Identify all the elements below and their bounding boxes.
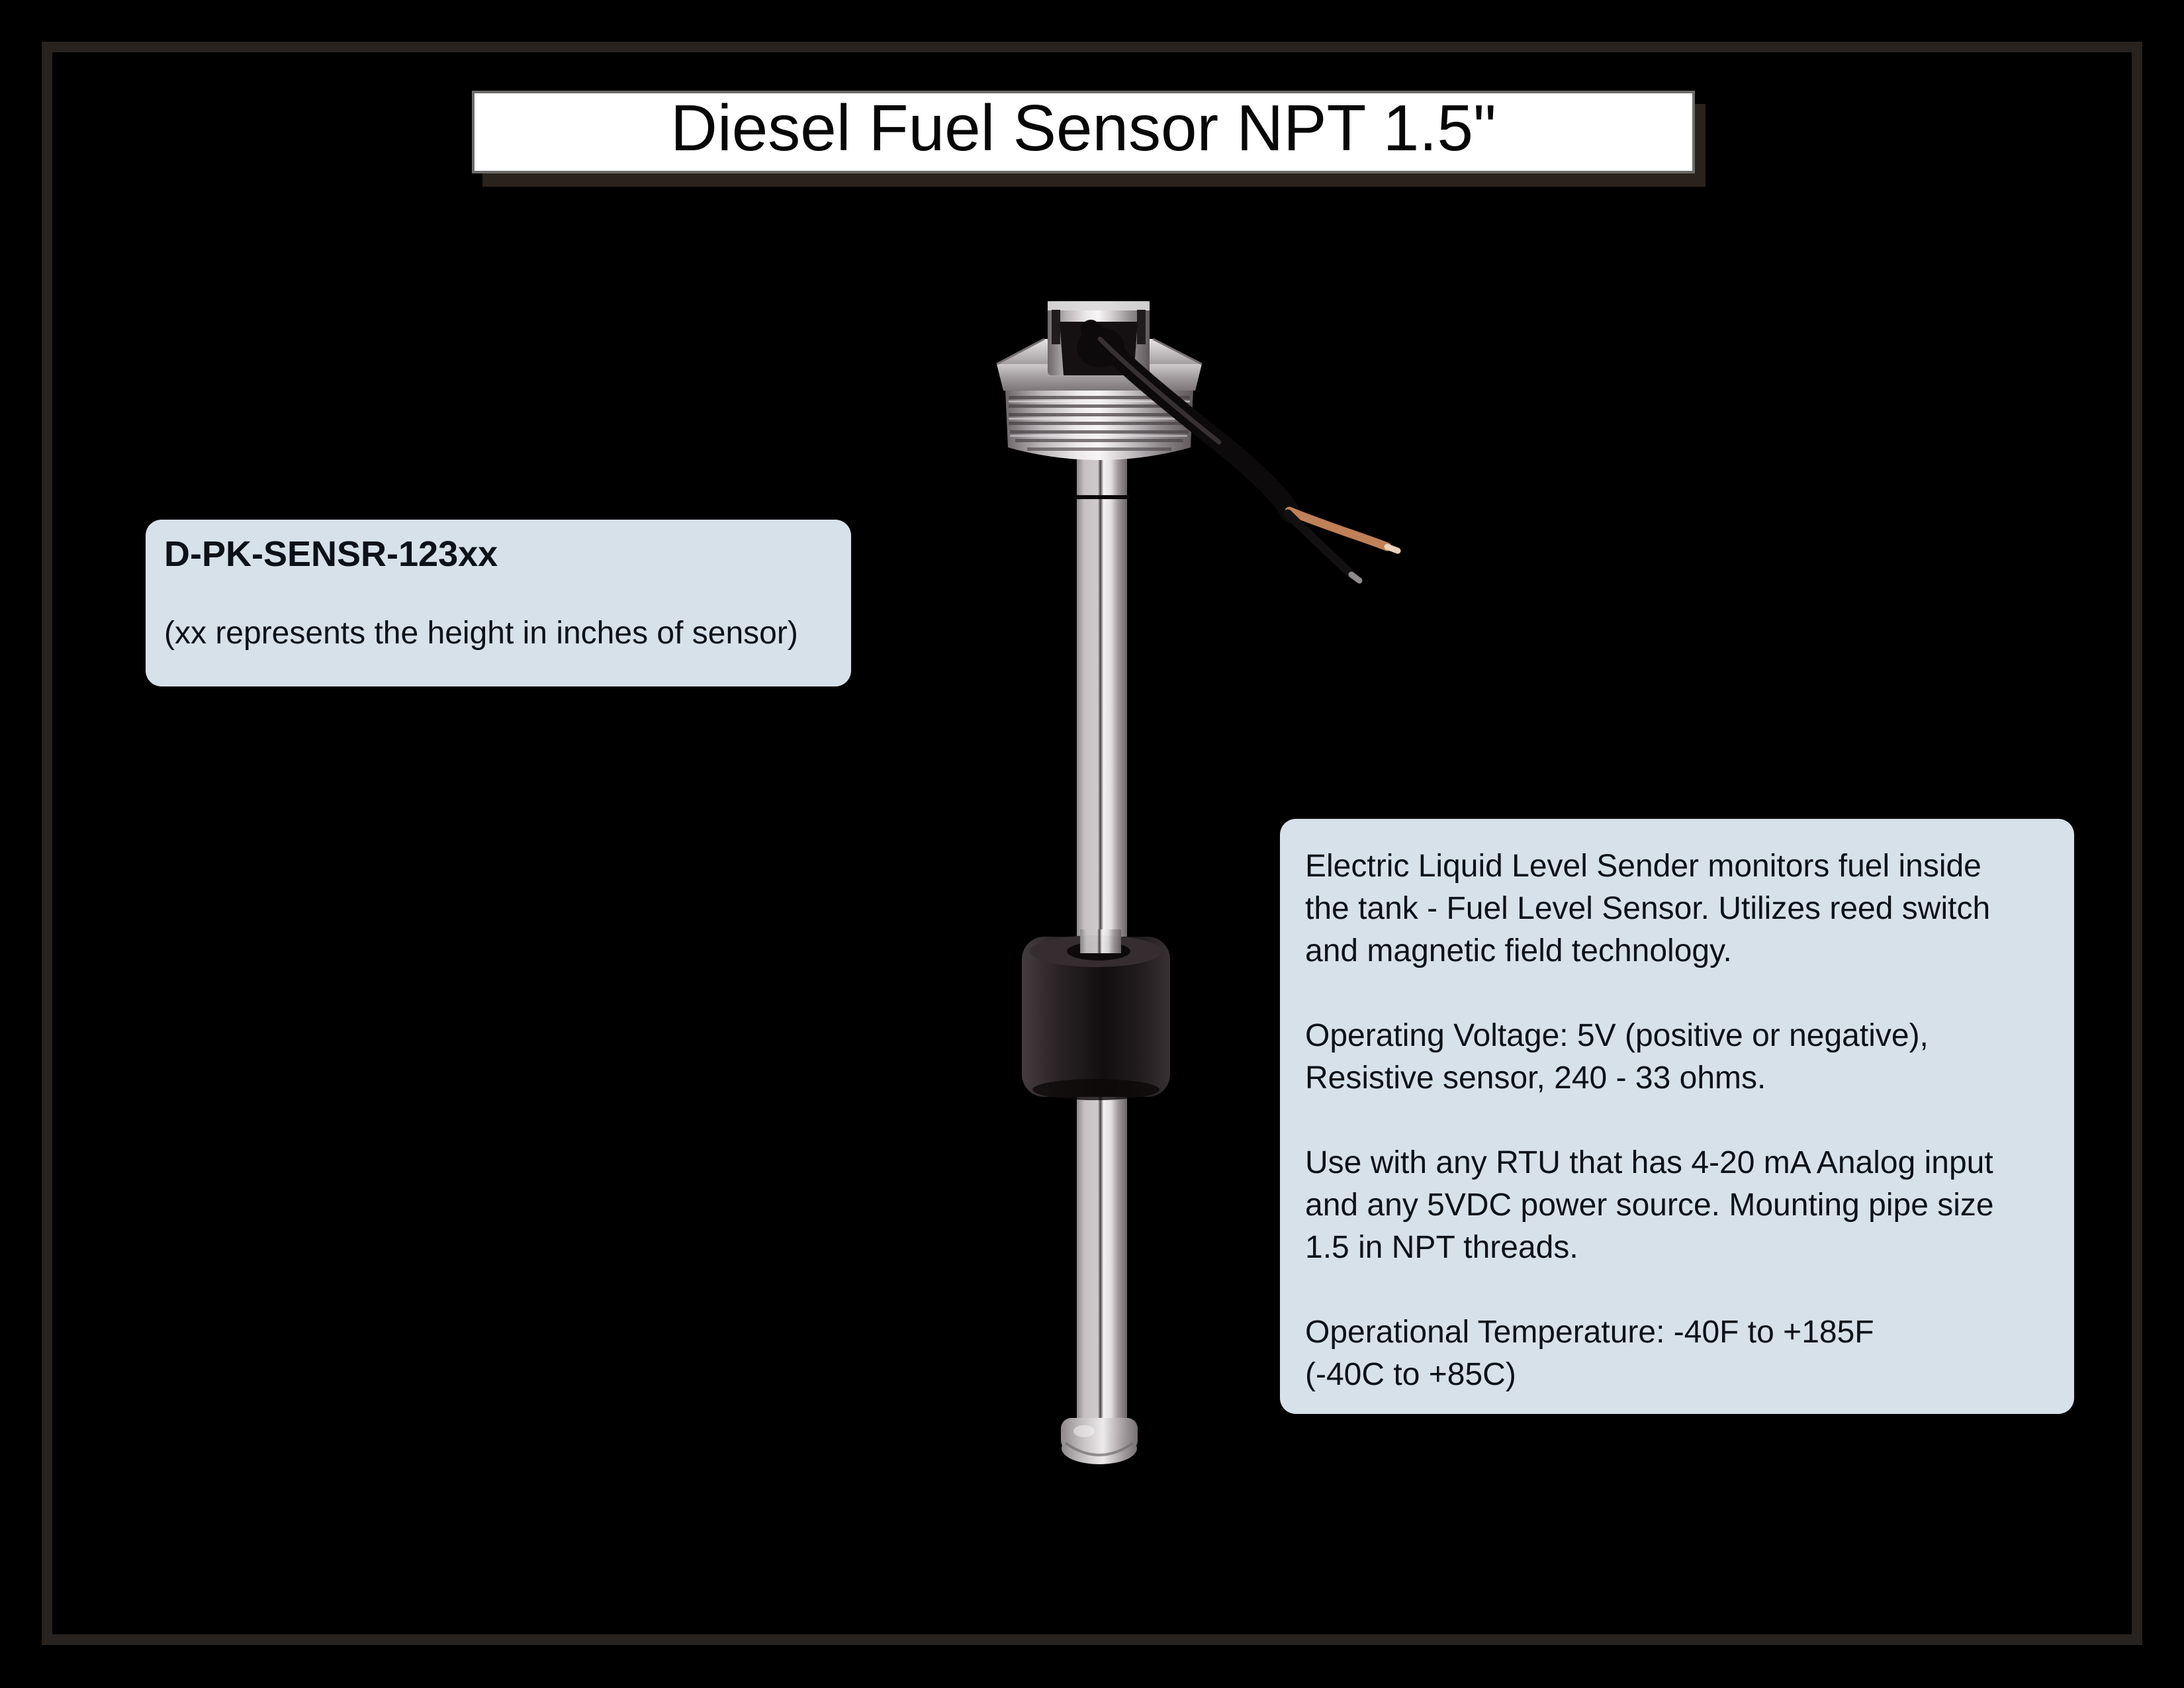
model-box: D-PK-SENSR-123xx (xx represents the heig… <box>146 520 851 686</box>
title-bar: Diesel Fuel Sensor NPT 1.5" <box>472 91 1695 173</box>
wire-black <box>1283 509 1356 579</box>
sensor-photo <box>996 301 1401 1464</box>
wire-black-tip <box>1348 571 1363 584</box>
threaded-fitting <box>1005 389 1193 460</box>
model-number: D-PK-SENSR-123xx <box>164 534 498 574</box>
end-cap <box>1061 1418 1138 1464</box>
wire-orange-tip <box>1384 543 1401 554</box>
spec-paragraph-overview: Electric Liquid Level Sender monitors fu… <box>1305 849 1991 968</box>
spec-box: Electric Liquid Level Sender monitors fu… <box>1280 819 2074 1414</box>
shaft-section-line <box>1074 495 1130 499</box>
float <box>1022 929 1170 1100</box>
spec-paragraph-voltage: Operating Voltage: 5V (positive or negat… <box>1305 1018 1929 1096</box>
spec-paragraph-temperature: Operational Temperature: -40F to +185F (… <box>1305 1315 1874 1392</box>
frame-border <box>42 42 2142 1645</box>
spec-paragraph-rtu: Use with any RTU that has 4-20 mA Analog… <box>1305 1145 1994 1265</box>
wire-cable <box>1081 320 1401 584</box>
wire-orange <box>1285 506 1392 551</box>
page-title: Diesel Fuel Sensor NPT 1.5" <box>670 91 1496 164</box>
model-note: (xx represents the height in inches of s… <box>164 616 798 651</box>
